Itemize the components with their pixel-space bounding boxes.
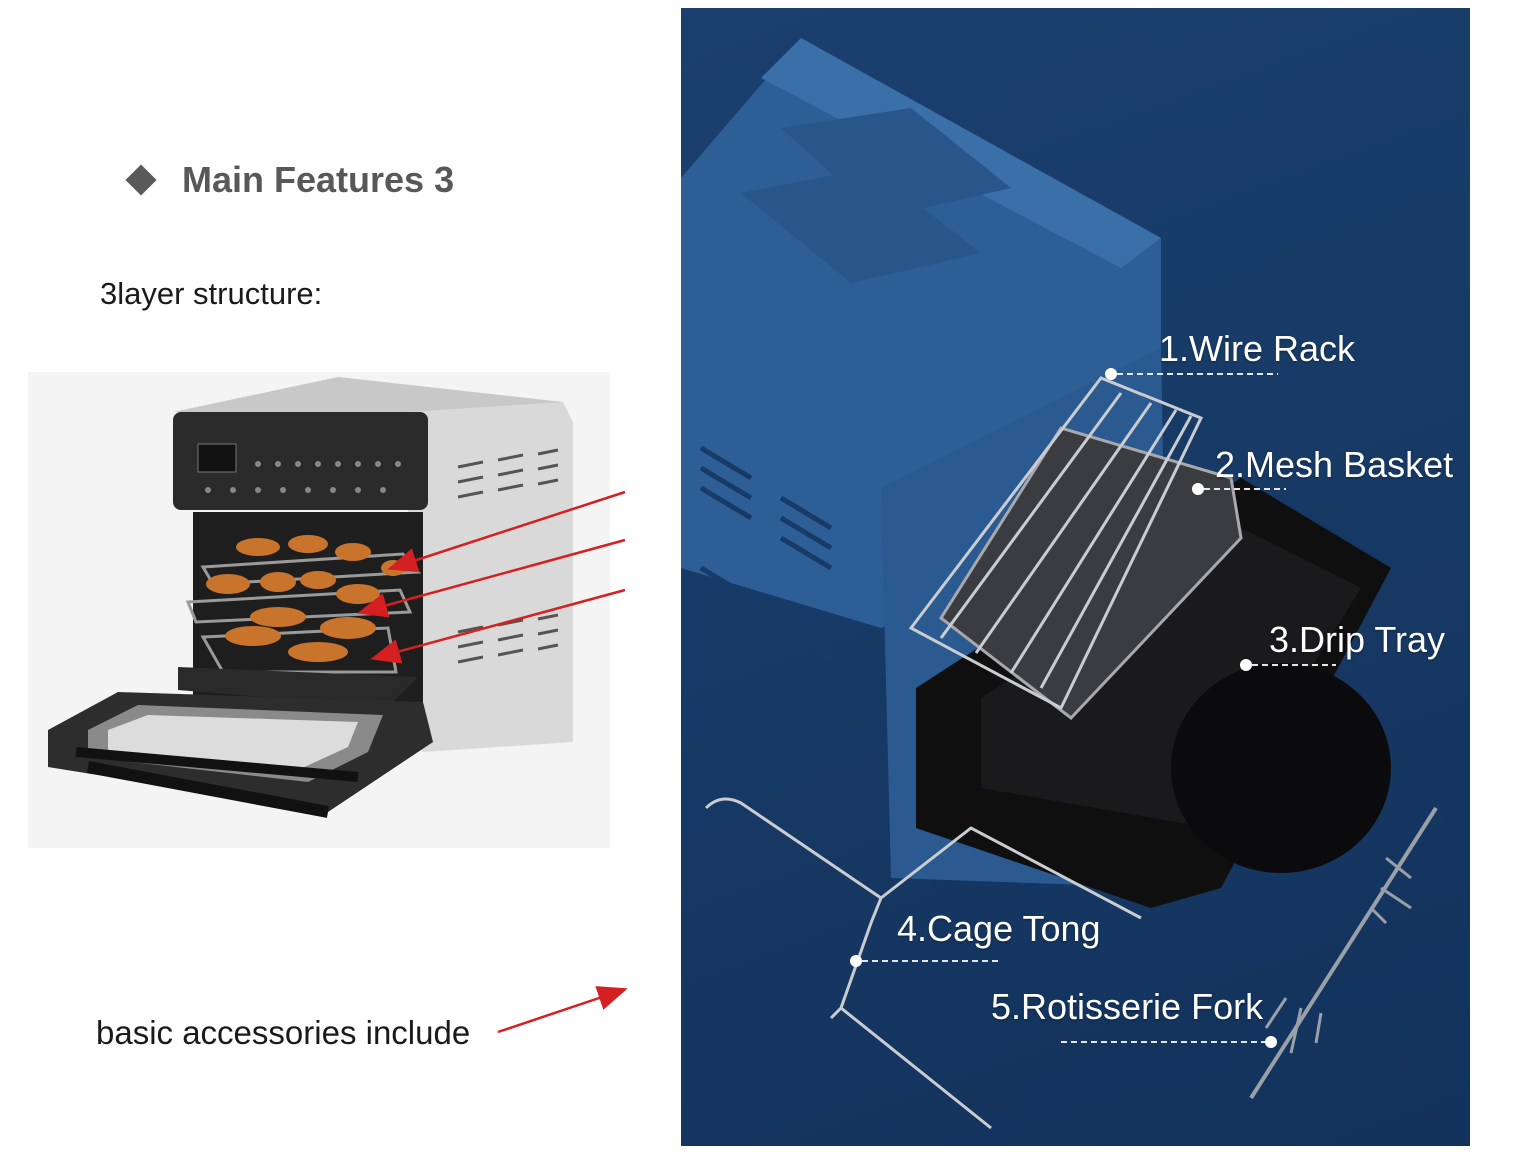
- air-fryer-oven-photo: [28, 372, 610, 848]
- callout-mesh-basket: 2.Mesh Basket: [1215, 444, 1454, 485]
- page-heading: Main Features 3: [122, 152, 454, 208]
- diamond-bullet-icon: [125, 164, 157, 196]
- callout-rotisserie-fork: 5.Rotisserie Fork: [991, 986, 1264, 1027]
- accessories-photo: 1.Wire Rack 2.Mesh Basket 3.Drip Tray 4.…: [681, 8, 1470, 1146]
- accessories-illustration: [681, 38, 1438, 1130]
- callout-cage-tong: 4.Cage Tong: [897, 908, 1101, 949]
- air-fryer-oven-illustration: [48, 377, 573, 818]
- layer-structure-label: 3layer structure:: [100, 276, 323, 311]
- heading-text: Main Features 3: [182, 159, 455, 200]
- callout-wire-rack: 1.Wire Rack: [1159, 328, 1356, 369]
- accessories-label: basic accessories include: [96, 1014, 471, 1051]
- callout-drip-tray: 3.Drip Tray: [1269, 619, 1446, 660]
- arrow-accessories: [497, 986, 628, 1034]
